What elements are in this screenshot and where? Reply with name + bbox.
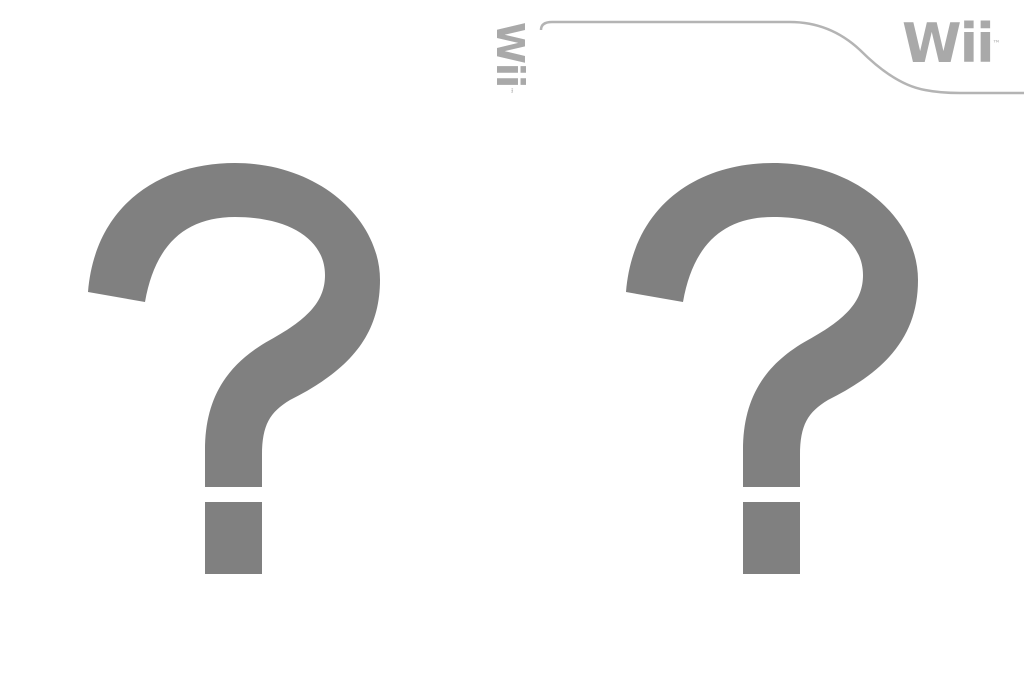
unknown-slot-left[interactable] — [85, 160, 385, 580]
banner-curve — [539, 20, 1024, 95]
question-mark-icon — [88, 163, 380, 574]
unknown-slot-right[interactable] — [623, 160, 923, 580]
wii-logo-vertical: Wii™ — [488, 22, 532, 94]
question-mark-icon — [626, 163, 918, 574]
wii-logo: Wii™ — [902, 12, 1001, 75]
